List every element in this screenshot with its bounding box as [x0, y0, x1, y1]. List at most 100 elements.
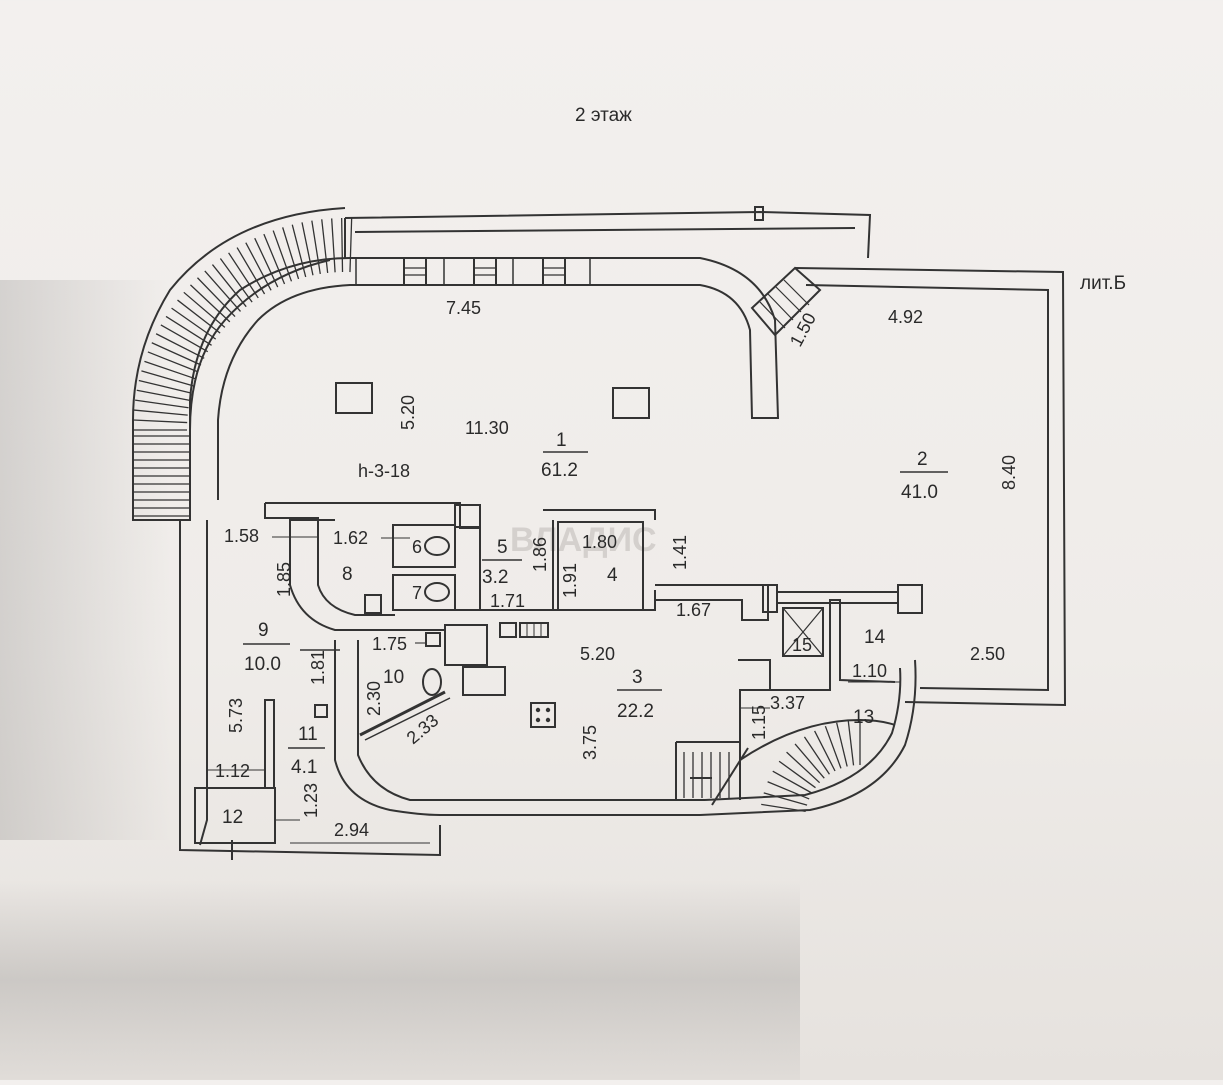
dim-1-23: 1.23 — [301, 783, 321, 818]
terrace-walls — [750, 266, 1067, 707]
inner-stair-tread — [763, 792, 808, 806]
dim-1-15: 1.15 — [749, 705, 769, 740]
room-5-area: 3.2 — [482, 567, 508, 588]
dim-11-30: 11.30 — [465, 418, 509, 438]
dim-1-80: 1.80 — [582, 532, 617, 552]
dim-1-85: 1.85 — [274, 562, 294, 597]
dim-1-10: 1.10 — [852, 661, 887, 681]
stair-tread — [133, 419, 188, 424]
stair-tread — [183, 291, 226, 328]
dim-1-41: 1.41 — [670, 535, 690, 570]
room-labels: 1 61.2 2 41.0 3 22.2 4 5 3.2 6 7 8 9 10.… — [222, 430, 948, 828]
left-column-walls — [179, 519, 441, 860]
stair-tread — [151, 342, 202, 366]
stair-tread — [136, 389, 190, 402]
stair-tread — [196, 277, 236, 317]
watermark-text: ВЛАДИС — [510, 521, 657, 559]
stair-tread — [263, 233, 286, 285]
room-4-number: 4 — [607, 565, 618, 586]
stair-tread — [219, 258, 253, 303]
room-13-number: 13 — [853, 707, 874, 728]
stair-tread — [245, 242, 272, 291]
inner-stair-tread — [824, 725, 842, 769]
dim-1-12: 1.12 — [215, 761, 250, 781]
room-3-number: 3 — [632, 667, 643, 688]
room-8-number: 8 — [342, 564, 353, 585]
hall-3-walls — [334, 622, 705, 816]
room-9-number: 9 — [258, 620, 269, 641]
stair-tread — [138, 379, 192, 394]
dim-2-50: 2.50 — [970, 644, 1005, 664]
dim-1-71: 1.71 — [490, 591, 525, 611]
dim-1-62: 1.62 — [333, 528, 368, 548]
stair-tread — [236, 247, 266, 295]
dim-2-33: 2.33 — [403, 710, 443, 748]
stair-tread — [211, 264, 247, 308]
dim-8-40: 8.40 — [999, 455, 1019, 490]
stair-tread — [155, 333, 205, 359]
dim-1-75: 1.75 — [372, 634, 407, 654]
dim-1-50: 1.50 — [786, 310, 820, 350]
stair-tread — [141, 370, 194, 387]
inner-stair-tread — [761, 803, 806, 813]
inner-stair-tread — [847, 720, 855, 766]
stair-tread — [341, 218, 344, 273]
stair-tread — [133, 409, 188, 416]
stair-tread — [144, 360, 196, 380]
stair-tread — [311, 220, 321, 275]
service-rooms-walls — [264, 502, 923, 631]
room-14-number: 14 — [864, 627, 886, 648]
stair-tread — [301, 222, 314, 276]
stair-tread — [171, 307, 217, 340]
height-note: h-3-18 — [358, 461, 410, 481]
exterior-spiral-stair — [132, 207, 353, 521]
stair-tread — [177, 299, 221, 334]
room-6-number: 6 — [412, 537, 422, 557]
dim-4-92: 4.92 — [888, 307, 923, 327]
inner-stair-tread — [767, 781, 810, 800]
dim-2-94: 2.94 — [334, 820, 369, 840]
dim-2-30: 2.30 — [364, 681, 384, 716]
inner-stair-tread — [836, 722, 848, 767]
inner-stair-tread — [778, 760, 816, 789]
floor-title: 2 этаж — [575, 105, 632, 126]
dim-1-91: 1.91 — [560, 563, 580, 598]
stair-tread — [147, 351, 199, 373]
room-7-number: 7 — [412, 583, 422, 603]
dim-7-45: 7.45 — [446, 298, 481, 318]
paper-shadow-bottom — [0, 880, 800, 1080]
inner-stair-tread — [794, 743, 825, 779]
stair-tread — [321, 219, 329, 274]
room-1-area: 61.2 — [541, 460, 578, 481]
stair-tread — [204, 270, 242, 312]
stair-tread — [190, 284, 231, 323]
room-11-area: 4.1 — [291, 757, 317, 778]
room-3-area: 22.2 — [617, 701, 654, 722]
main-hall-walls — [189, 257, 780, 520]
inner-stair-tread — [772, 770, 813, 794]
room-12-number: 12 — [222, 807, 243, 828]
dim-1-86: 1.86 — [530, 537, 550, 572]
dim-5-73: 5.73 — [226, 698, 246, 733]
dim-3-37: 3.37 — [770, 693, 805, 713]
building-letter: лит.Б — [1080, 273, 1126, 294]
balcony-top — [344, 206, 872, 259]
room-1-number: 1 — [556, 430, 567, 451]
room-15-number: 15 — [792, 635, 812, 655]
stair-tread — [331, 218, 336, 273]
stair-tread — [254, 237, 279, 288]
dim-5-20-hall: 5.20 — [398, 395, 418, 430]
dim-1-67: 1.67 — [676, 600, 711, 620]
inner-stair-tread — [786, 751, 821, 784]
dim-3-75: 3.75 — [580, 725, 600, 760]
room-11-number: 11 — [298, 724, 318, 745]
stair-tread — [272, 230, 293, 282]
dim-5-20-kitchen: 5.20 — [580, 644, 615, 664]
room-2-area: 41.0 — [901, 482, 938, 503]
dimension-leaders — [207, 536, 900, 844]
room-2-number: 2 — [917, 449, 928, 470]
stair-tread — [135, 399, 189, 409]
dimension-labels: 7.45 5.20 11.30 1.50 4.92 8.40 1.58 1.62… — [215, 298, 1019, 840]
